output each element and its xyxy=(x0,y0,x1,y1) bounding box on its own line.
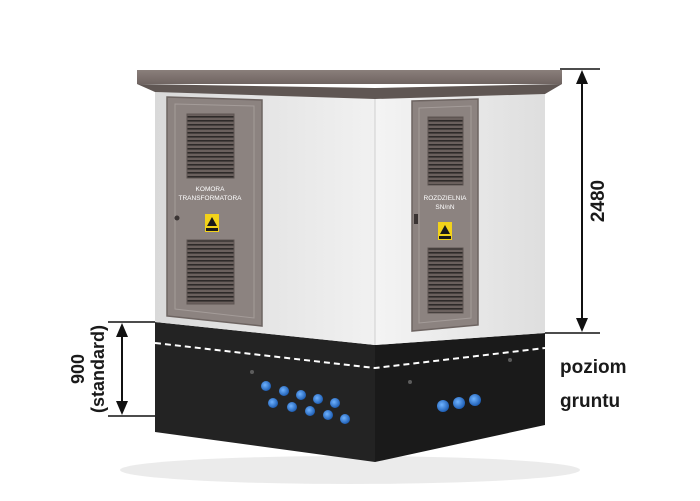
foundation-base xyxy=(154,322,546,462)
ground-label-line1: poziom xyxy=(560,357,627,378)
height-label: 2480 xyxy=(588,180,609,222)
roof xyxy=(137,70,562,99)
door-left-lock xyxy=(174,215,180,221)
warning-sign-icon xyxy=(438,222,452,240)
ground-shadow xyxy=(120,456,580,484)
ground-label-line2: gruntu xyxy=(560,391,620,412)
door-transformer-chamber: KOMORA TRANSFORMATORA xyxy=(166,96,263,327)
door-left-label-line2: TRANSFORMATORA xyxy=(179,195,243,202)
door-right-label-line1: ROZDZIELNIA xyxy=(424,195,468,202)
base-label-line2: (standard) xyxy=(88,325,108,413)
height-dimension: 2480 xyxy=(545,68,609,334)
lower-louvre-left xyxy=(186,239,235,305)
base-dimension: 900 (standard) xyxy=(68,321,155,417)
base-label-line1: 900 xyxy=(68,354,88,384)
warning-sign-icon xyxy=(205,214,219,232)
cable-entry-holes-right xyxy=(437,394,481,412)
cable-entry-holes-left xyxy=(261,381,350,424)
lower-louvre-right xyxy=(427,247,464,314)
upper-louvre-right xyxy=(427,116,464,186)
door-right-label-line2: SN/nN xyxy=(435,204,454,211)
ground-level-line xyxy=(154,342,546,370)
door-left-label-line1: KOMORA xyxy=(196,186,226,193)
ground-level-label: poziom gruntu xyxy=(560,357,627,412)
door-switchgear: ROZDZIELNIA SN/nN xyxy=(411,98,479,332)
upper-louvre-left xyxy=(186,113,235,179)
door-right-handle xyxy=(414,214,418,224)
